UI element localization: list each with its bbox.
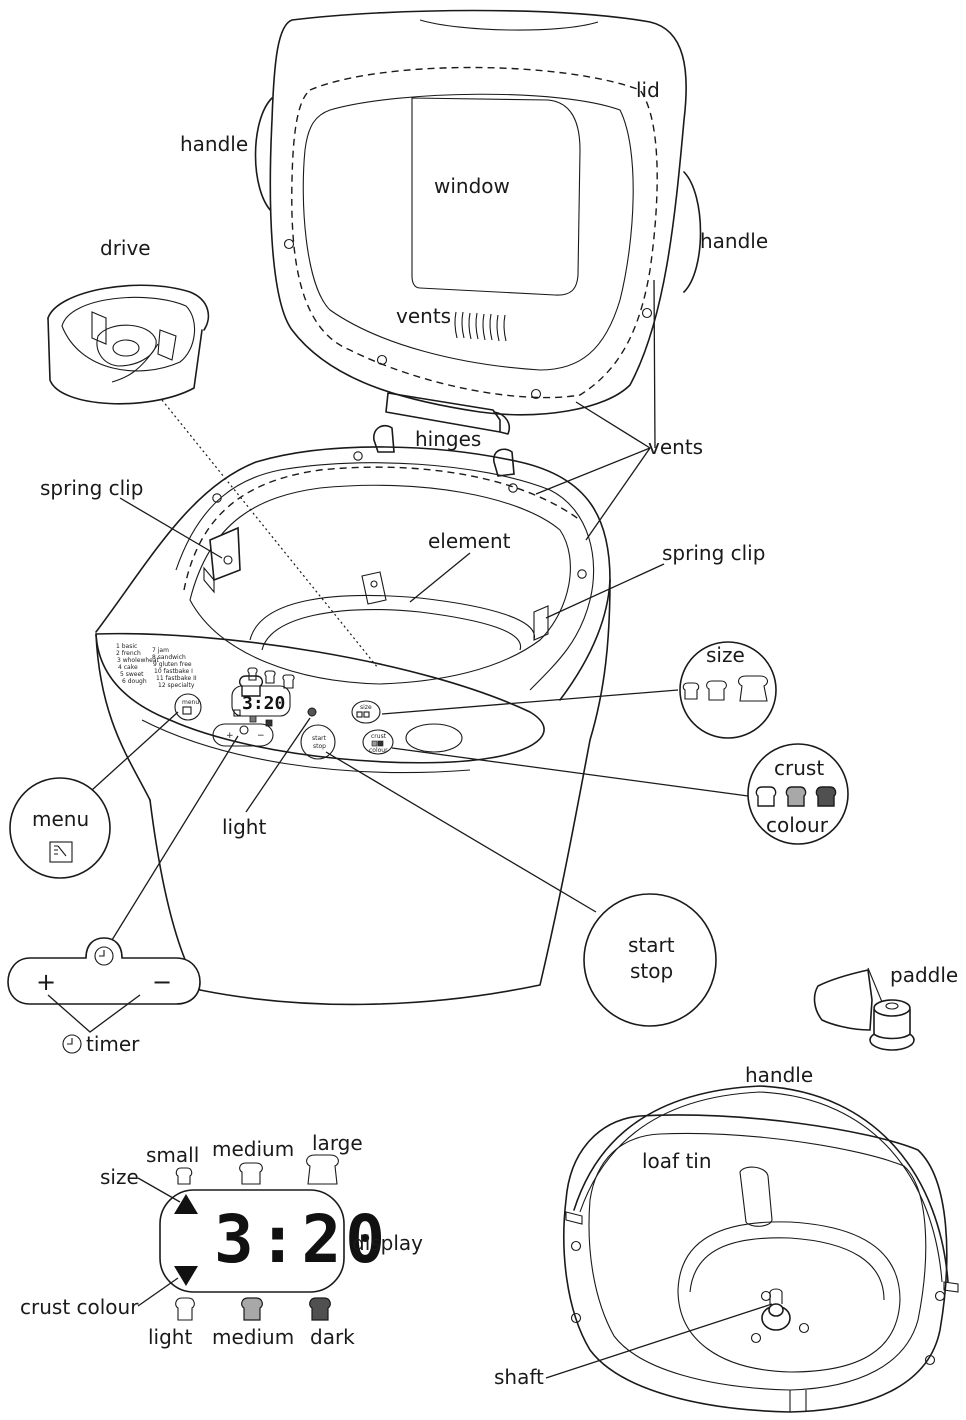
crust-colour-callout: crust colour [747, 743, 849, 845]
svg-text:11 fastbake II: 11 fastbake II [156, 675, 197, 682]
lid-handle-right [683, 171, 702, 293]
crust-button[interactable]: crust colour [362, 729, 394, 755]
size-callout: size [679, 641, 777, 739]
lid-vent-slots [454, 311, 507, 342]
heating-element [249, 594, 535, 641]
paddle: paddle [813, 963, 958, 1051]
svg-text:size: size [706, 643, 745, 667]
svg-text:−: − [152, 968, 172, 996]
svg-text:crust: crust [774, 756, 824, 780]
label-spring-clip-right: spring clip [662, 541, 765, 565]
body-spring-clip-left [209, 526, 241, 582]
svg-text:start: start [312, 735, 327, 742]
crust-light-icon [755, 786, 777, 807]
label-vents-lid: vents [396, 304, 451, 328]
svg-text:stop: stop [313, 743, 326, 750]
clock-icon [62, 1034, 82, 1054]
start-stop-callout: start stop [583, 893, 717, 1027]
svg-text:colour: colour [369, 747, 388, 754]
crust-medium-icon [785, 786, 807, 807]
svg-text:menu: menu [182, 699, 199, 706]
svg-text:3:20: 3:20 [214, 1201, 389, 1278]
svg-text:crust: crust [371, 733, 387, 740]
svg-text:12 specialty: 12 specialty [158, 682, 195, 689]
label-vents-side: vents [648, 435, 703, 459]
lid-screws [283, 238, 653, 400]
svg-text:10 fastbake I: 10 fastbake I [154, 668, 193, 675]
display-panel [159, 1189, 345, 1293]
svg-text:4 cake: 4 cake [118, 664, 138, 671]
clock-icon [94, 946, 114, 966]
loaf-tin: handle loaf tin shaft [494, 1063, 959, 1413]
svg-text:light: light [148, 1325, 192, 1349]
lid [254, 9, 702, 435]
svg-text:timer: timer [86, 1032, 140, 1056]
svg-text:size: size [360, 704, 372, 711]
svg-text:paddle: paddle [890, 963, 958, 987]
svg-text:7 jam: 7 jam [152, 647, 169, 654]
label-handle-left: handle [180, 132, 248, 156]
program-list-right: 7 jam 8 sandwich 9 gluten free 10 fastba… [152, 647, 197, 689]
svg-text:3 wholewheat: 3 wholewheat [117, 657, 160, 664]
panel-light [307, 707, 317, 717]
svg-text:size: size [100, 1165, 139, 1189]
bread-maker-body [95, 424, 611, 1006]
svg-text:menu: menu [32, 807, 89, 831]
crust-arrow-icon [174, 1266, 198, 1286]
svg-text:9 gluten free: 9 gluten free [153, 661, 192, 668]
svg-text:crust colour: crust colour [20, 1295, 139, 1319]
svg-text:handle: handle [745, 1063, 813, 1087]
label-window: window [434, 174, 510, 198]
label-hinges: hinges [415, 427, 481, 451]
svg-text:+: + [36, 968, 56, 996]
svg-text:stop: stop [630, 959, 673, 983]
size-arrow-icon [174, 1194, 198, 1214]
svg-text:6 dough: 6 dough [122, 678, 147, 685]
svg-text:small: small [146, 1143, 199, 1167]
svg-text:5 sweet: 5 sweet [120, 671, 144, 678]
lid-window [411, 97, 581, 296]
svg-text:loaf tin: loaf tin [642, 1149, 712, 1173]
svg-text:medium: medium [212, 1137, 294, 1161]
control-panel-details: 1 basic 2 french 3 wholewheat 4 cake 5 s… [116, 643, 463, 760]
panel-timer-buttons[interactable]: + − [212, 723, 274, 747]
svg-text:colour: colour [766, 813, 829, 837]
svg-text:1 basic: 1 basic [116, 643, 137, 650]
drive [47, 284, 210, 405]
label-element: element [428, 529, 511, 553]
loaf-tin-handle [573, 1085, 949, 1283]
svg-text:shaft: shaft [494, 1365, 544, 1389]
crust-dark-icon [815, 786, 837, 807]
timer-callout: + − timer [7, 937, 201, 1056]
svg-text:+: + [226, 731, 234, 741]
display-detail: 3:20 size crust colour display small med… [20, 1131, 423, 1349]
lid-hinge [385, 392, 510, 435]
light-label: light [222, 815, 266, 839]
menu-button[interactable]: menu [174, 693, 202, 721]
svg-text:medium: medium [212, 1325, 294, 1349]
lid-handle-left [254, 97, 273, 213]
panel-display: 3:20 [231, 667, 295, 727]
svg-text:display: display [352, 1231, 423, 1255]
svg-text:2 french: 2 french [116, 650, 141, 657]
svg-text:start: start [628, 933, 675, 957]
label-spring-clip-left: spring clip [40, 476, 143, 500]
svg-text:−: − [257, 731, 265, 741]
control-panel [95, 632, 545, 764]
svg-text:dark: dark [310, 1325, 355, 1349]
svg-text:large: large [312, 1131, 363, 1155]
label-lid: lid [636, 78, 660, 102]
drive-axis-line [161, 399, 379, 669]
svg-text:8 sandwich: 8 sandwich [152, 654, 186, 661]
svg-text:3:20: 3:20 [242, 693, 285, 714]
size-button[interactable]: size [351, 700, 381, 724]
label-drive: drive [100, 236, 151, 260]
menu-icon [49, 841, 73, 863]
label-handle-right: handle [700, 229, 768, 253]
body-spring-clip-right [533, 605, 549, 641]
menu-callout: menu [9, 777, 111, 879]
start-stop-button[interactable]: start stop [300, 724, 336, 760]
program-list-left: 1 basic 2 french 3 wholewheat 4 cake 5 s… [116, 643, 160, 685]
